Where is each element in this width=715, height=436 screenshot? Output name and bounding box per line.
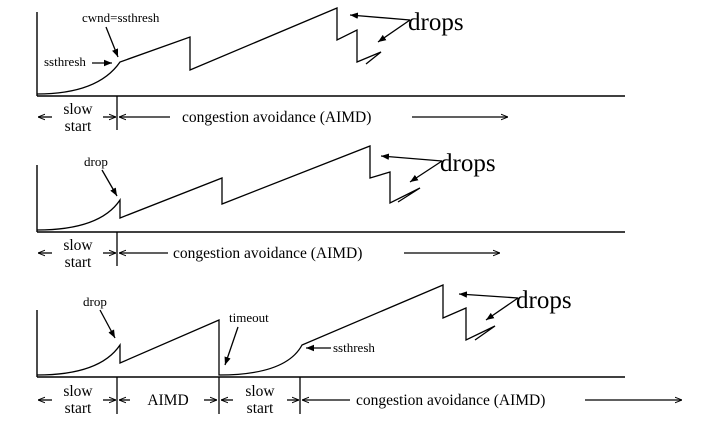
- panel-3-ca-label: congestion avoidance (AIMD): [356, 392, 545, 409]
- panel-3-aimd-label: AIMD: [147, 392, 188, 409]
- panel-3-drops-arrow-2: [485, 297, 519, 321]
- panel-1-drops-arrow-1: [349, 12, 411, 21]
- panel-1-ca-label: congestion avoidance (AIMD): [182, 109, 371, 126]
- panel-2-start-label: start: [65, 254, 92, 271]
- panel-3-start-label-1: start: [65, 400, 92, 417]
- panel-2-drops-arrow-2: [409, 160, 443, 183]
- panel-1-start-label: start: [65, 118, 92, 135]
- panel-3-slow-label-1: slow: [63, 383, 93, 400]
- panel-1-drops-label: drops: [408, 9, 464, 36]
- panel-1-cwnd-label: cwnd=ssthresh: [82, 10, 160, 25]
- panel-3-drop-arrow: [99, 309, 116, 339]
- panel-2-slow-label: slow: [63, 237, 93, 254]
- panel-1: cwnd=ssthresh ssthresh drops slow start …: [36, 7, 625, 135]
- panel-3: drop timeout ssthresh drops slow start A…: [36, 284, 682, 417]
- panel-3-start-label-2: start: [247, 400, 274, 417]
- panel-3-drop-label: drop: [83, 294, 107, 309]
- panel-3-cwnd-curve: [36, 284, 496, 376]
- panel-2-cwnd-curve: [36, 145, 421, 231]
- panel-3-timeout-label: timeout: [229, 310, 269, 325]
- panel-3-timeout-arrow: [224, 326, 239, 366]
- panel-2-ca-label: congestion avoidance (AIMD): [173, 245, 362, 262]
- panel-3-drops-label: drops: [516, 287, 572, 314]
- panel-3-slow-label-2: slow: [245, 383, 275, 400]
- panel-1-drops-arrow-2: [377, 19, 411, 43]
- panel-2-drop-label: drop: [84, 154, 108, 169]
- panel-2-drop-arrow: [101, 169, 118, 197]
- panel-1-ssthresh-label: ssthresh: [44, 54, 86, 69]
- panel-2-drops-arrow-1: [380, 153, 443, 162]
- panel-3-ssthresh-label: ssthresh: [333, 340, 375, 355]
- panel-2-drops-label: drops: [440, 150, 496, 177]
- panel-1-slow-label: slow: [63, 101, 93, 118]
- panel-3-drops-arrow-1: [458, 291, 519, 299]
- panel-2: drop drops slow start congestion avoidan…: [36, 145, 625, 271]
- panel-1-cwnd-curve: [36, 7, 382, 95]
- panel-1-cwnd-arrow: [105, 26, 119, 58]
